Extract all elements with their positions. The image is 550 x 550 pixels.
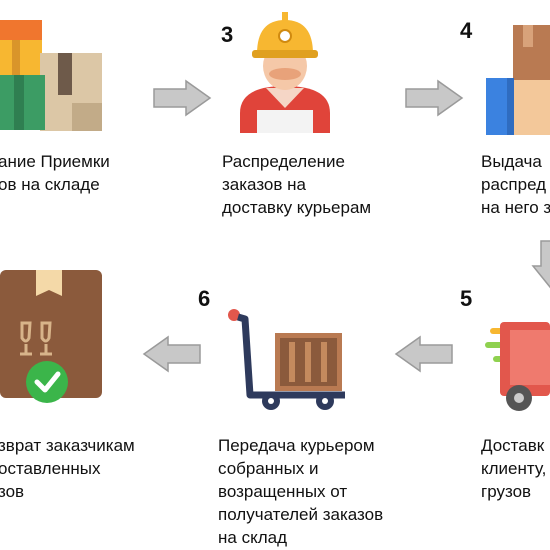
step-7-icon <box>0 268 105 403</box>
caption-line: ов на складе <box>0 175 100 194</box>
arrow-right-2-icon <box>405 79 464 117</box>
arrow-down-icon <box>531 240 550 289</box>
caption-line: Выдача <box>481 152 542 171</box>
courier-worker-icon <box>240 12 330 133</box>
step-7-caption: зврат заказчикам оставленных зов <box>0 434 135 503</box>
step-4-number: 4 <box>460 18 473 43</box>
step-5-icon <box>485 320 550 415</box>
step-4-caption: Выдача распред на него з <box>481 150 550 219</box>
arrow-right-1-icon <box>153 79 212 117</box>
step-4-icon <box>483 20 550 135</box>
handover-box-icon <box>486 25 550 135</box>
step-5-number: 5 <box>460 286 473 311</box>
caption-line: Доставк <box>481 436 545 455</box>
caption-line: на склад <box>218 528 287 547</box>
delivery-truck-icon <box>485 322 550 411</box>
step-2-caption: ание Приемки ов на складе <box>0 150 110 196</box>
step-6-icon <box>225 305 350 415</box>
step-6-caption: Передача курьером собранных и возращенны… <box>218 434 383 549</box>
arrow-left-1-icon <box>394 335 453 373</box>
arrow-left-2-icon <box>142 335 201 373</box>
caption-line: получателей заказов <box>218 505 384 524</box>
caption-line: ание Приемки <box>0 152 110 171</box>
caption-line: возращенных от <box>218 482 348 501</box>
step-3-icon <box>230 8 340 133</box>
step-6-number: 6 <box>198 286 211 311</box>
caption-line: заказов на <box>222 175 306 194</box>
step-5-caption: Доставк клиенту, грузов <box>481 434 546 503</box>
step-2-icon <box>0 15 105 135</box>
caption-line: доставку курьерам <box>222 198 372 217</box>
approved-parcel-icon <box>0 270 102 403</box>
caption-line: распред <box>481 175 547 194</box>
caption-line: Передача курьером <box>218 436 375 455</box>
boxes-stack-icon <box>0 20 102 131</box>
caption-line: на него з <box>481 198 550 217</box>
caption-line: зврат заказчикам <box>0 436 135 455</box>
caption-line: Распределение <box>222 152 345 171</box>
hand-cart-icon <box>228 309 345 410</box>
caption-line: клиенту, <box>481 459 547 478</box>
step-3-caption: Распределение заказов на доставку курьер… <box>222 150 371 219</box>
caption-line: собранных и <box>218 459 319 478</box>
caption-line: зов <box>0 482 25 501</box>
step-3-number: 3 <box>221 22 234 47</box>
caption-line: оставленных <box>0 459 101 478</box>
caption-line: грузов <box>481 482 532 501</box>
